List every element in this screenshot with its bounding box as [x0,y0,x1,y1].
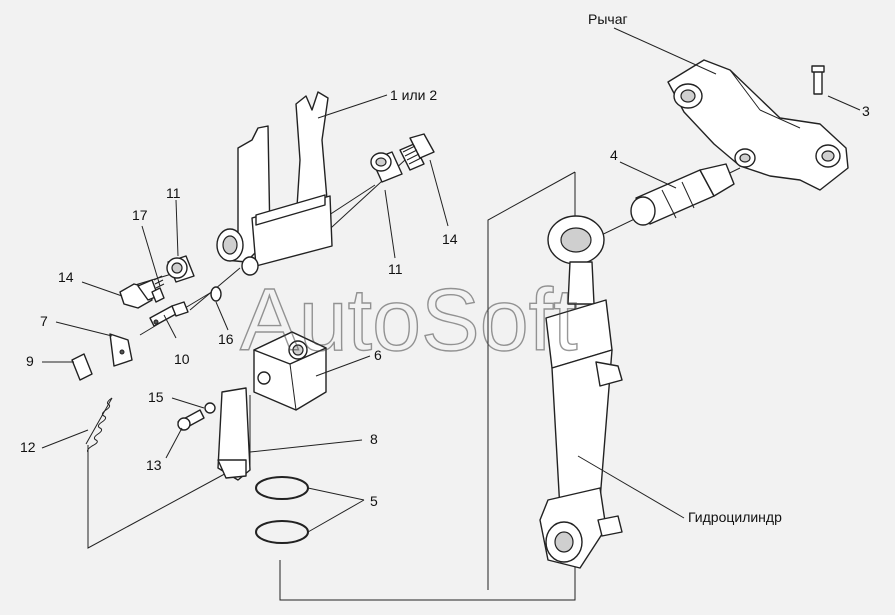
lever-part [667,59,849,191]
hydraulic-cylinder-part [539,215,623,569]
callout-7: 7 [40,313,48,329]
callout-10: 10 [174,351,190,367]
retaining-ring-part [210,286,222,302]
spring-12-part [85,397,113,453]
plate-7-part [109,333,133,367]
bushing-lower-part [166,255,195,283]
callout-11-lower: 11 [166,185,181,201]
axle-4-part [630,163,735,226]
callout-8: 8 [370,431,378,447]
bolt-upper-part [399,133,435,171]
callout-16: 16 [218,331,234,347]
callout-1-or-2: 1 или 2 [390,87,437,103]
lever-label: Рычаг [588,11,628,27]
washer-15-part [204,402,216,414]
leader-lines [41,27,861,533]
ring-5a-part [255,476,309,500]
callout-14-lower: 14 [58,269,74,285]
pin-10-part [149,301,189,327]
callout-3: 3 [862,103,870,119]
spring-pin-part [151,275,165,303]
key-9-part [71,353,93,381]
callout-13: 13 [146,457,162,473]
callout-4: 4 [610,147,618,163]
cylinder-label: Гидроцилиндр [688,509,782,525]
callout-14-upper: 14 [442,231,458,247]
bushing-upper-part [370,151,403,183]
assembly-lines [87,159,741,601]
callout-5: 5 [370,493,378,509]
callout-12: 12 [20,439,36,455]
callout-9: 9 [26,353,34,369]
bracket-plate-8-part [217,387,251,481]
block-6-part [253,331,327,411]
callout-11-upper: 11 [388,261,403,277]
callout-6: 6 [374,347,382,363]
bracket-frame-part [216,91,333,276]
watermark-text: AutoSoft [240,270,578,369]
bolt-13-part [177,409,205,431]
callout-15: 15 [148,389,164,405]
ring-5b-part [255,520,309,544]
pin-3-part [811,65,825,95]
callout-17: 17 [132,207,148,223]
